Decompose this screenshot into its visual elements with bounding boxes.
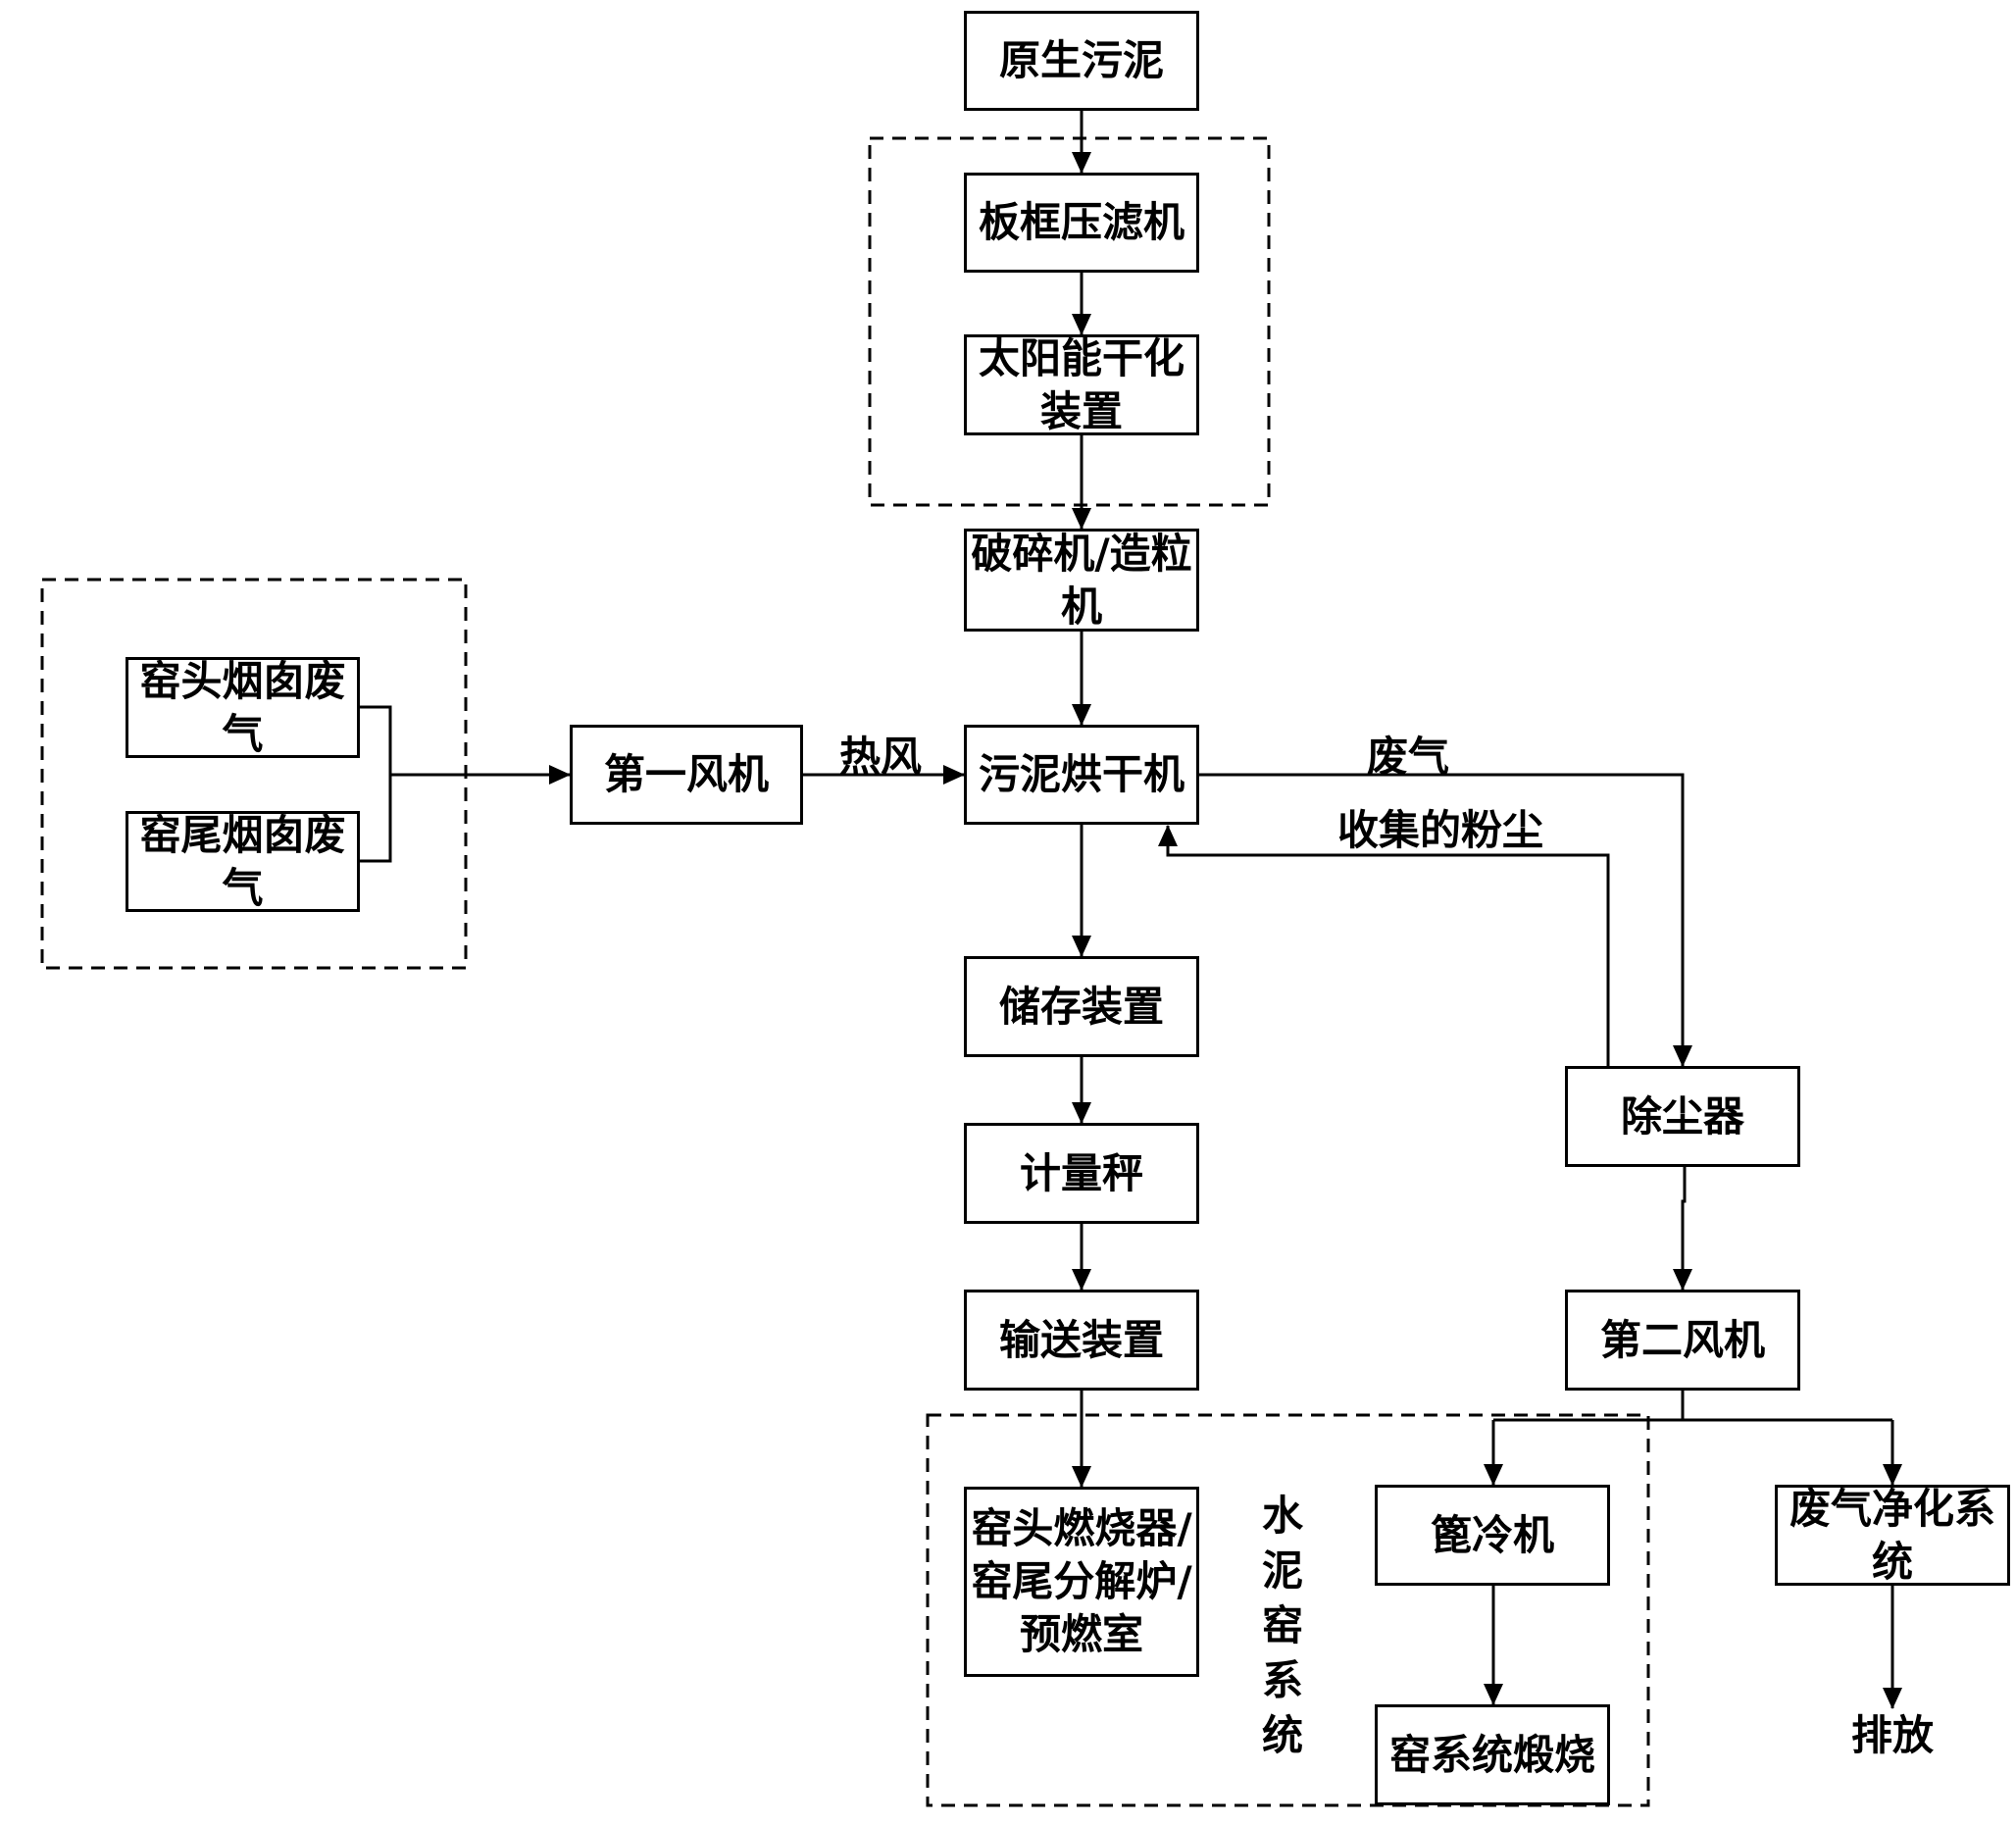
bracket-tail-exhaust <box>359 775 392 863</box>
crusher-box: 破碎机/造粒 机 <box>964 529 1199 632</box>
arrow-dust-to-fan2 <box>1673 1166 1692 1291</box>
gas-cleaning-box: 废气净化系 统 <box>1775 1485 2010 1586</box>
arrow-exhaust-to-dust-collector <box>1198 773 1692 1067</box>
storage-label: 储存装置 <box>998 982 1164 1031</box>
filter-press-box: 板框压滤机 <box>964 173 1199 273</box>
dryer-label: 污泥烘干机 <box>978 750 1184 798</box>
dust-collector-label: 除尘器 <box>1620 1091 1744 1140</box>
kiln-tail-exhaust-box: 窑尾烟囱废 气 <box>126 811 360 912</box>
fan2-label: 第二风机 <box>1599 1315 1765 1364</box>
fan1-label: 第一风机 <box>603 750 769 798</box>
burner-box: 窑头燃烧器/ 窑尾分解炉/ 预燃室 <box>964 1487 1199 1677</box>
scale-label: 计量秤 <box>1019 1148 1143 1197</box>
kiln-calcination-box: 窑系统煅烧 <box>1375 1704 1610 1805</box>
arrow-collected-dust <box>1158 825 1610 1066</box>
cement-kiln-system-label: 水 泥 窑 系 统 <box>1261 1492 1303 1759</box>
grate-cooler-box: 篦冷机 <box>1375 1485 1610 1586</box>
raw-sludge-label: 原生污泥 <box>998 36 1164 84</box>
crusher-label: 破碎机/造粒 机 <box>971 529 1192 631</box>
bracket-head-exhaust <box>359 705 392 775</box>
grate-cooler-label: 篦冷机 <box>1430 1510 1554 1559</box>
raw-sludge-box: 原生污泥 <box>964 11 1199 111</box>
conveyor-box: 输送装置 <box>964 1290 1199 1391</box>
discharge-label: 排放 <box>1851 1711 1935 1759</box>
collected-dust-label: 收集的粉尘 <box>1337 806 1544 854</box>
filter-press-label: 板框压滤机 <box>978 198 1184 246</box>
conveyor-label: 输送装置 <box>998 1315 1164 1364</box>
hot-air-label: 热风 <box>839 733 923 781</box>
fan1-box: 第一风机 <box>570 725 803 825</box>
dust-collector-box: 除尘器 <box>1565 1066 1800 1167</box>
exhaust-gas-label: 废气 <box>1367 733 1450 781</box>
scale-box: 计量秤 <box>964 1123 1199 1224</box>
fan2-box: 第二风机 <box>1565 1290 1800 1391</box>
solar-dryer-box: 太阳能干化 装置 <box>964 334 1199 435</box>
gas-cleaning-label: 废气净化系 统 <box>1789 1484 1995 1586</box>
burner-label: 窑头燃烧器/ 窑尾分解炉/ 预燃室 <box>971 1504 1192 1658</box>
kiln-tail-exhaust-label: 窑尾烟囱废 气 <box>139 810 346 912</box>
kiln-calcination-label: 窑系统煅烧 <box>1388 1730 1595 1779</box>
storage-box: 储存装置 <box>964 956 1199 1057</box>
cement-kiln-group <box>926 1413 1650 1807</box>
solar-dryer-label: 太阳能干化 装置 <box>978 333 1184 435</box>
kiln-head-exhaust-label: 窑头烟囱废 气 <box>139 656 346 758</box>
kiln-head-exhaust-box: 窑头烟囱废 气 <box>126 657 360 758</box>
dryer-box: 污泥烘干机 <box>964 725 1199 825</box>
